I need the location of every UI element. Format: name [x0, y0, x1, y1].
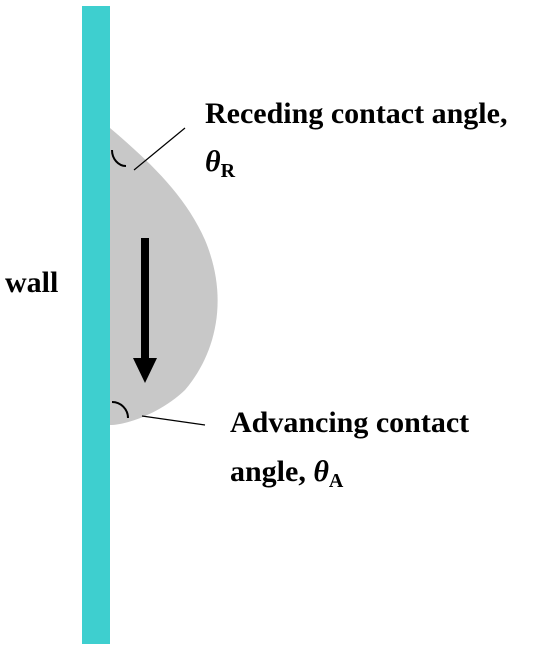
receding-angle-arc-icon [111, 149, 127, 167]
receding-theta: θ [205, 145, 221, 178]
advancing-angle-arc-icon [111, 401, 129, 419]
wall-bar [82, 6, 110, 644]
advancing-angle-text: angle, [230, 455, 306, 488]
advancing-leader-line [141, 415, 206, 426]
advancing-subscript: A [328, 470, 344, 492]
droplet-shape [110, 128, 218, 425]
receding-angle-symbol: θR [205, 145, 235, 188]
down-arrow-icon [133, 238, 157, 383]
advancing-angle-label: Advancing contact [230, 406, 470, 439]
advancing-theta: θ [313, 455, 329, 488]
receding-subscript: R [220, 160, 236, 182]
wall-label: wall [5, 266, 59, 299]
receding-angle-label: Receding contact angle, [205, 97, 508, 130]
receding-leader-line [133, 127, 186, 171]
advancing-angle-symbol-line: angle, θA [230, 455, 343, 498]
